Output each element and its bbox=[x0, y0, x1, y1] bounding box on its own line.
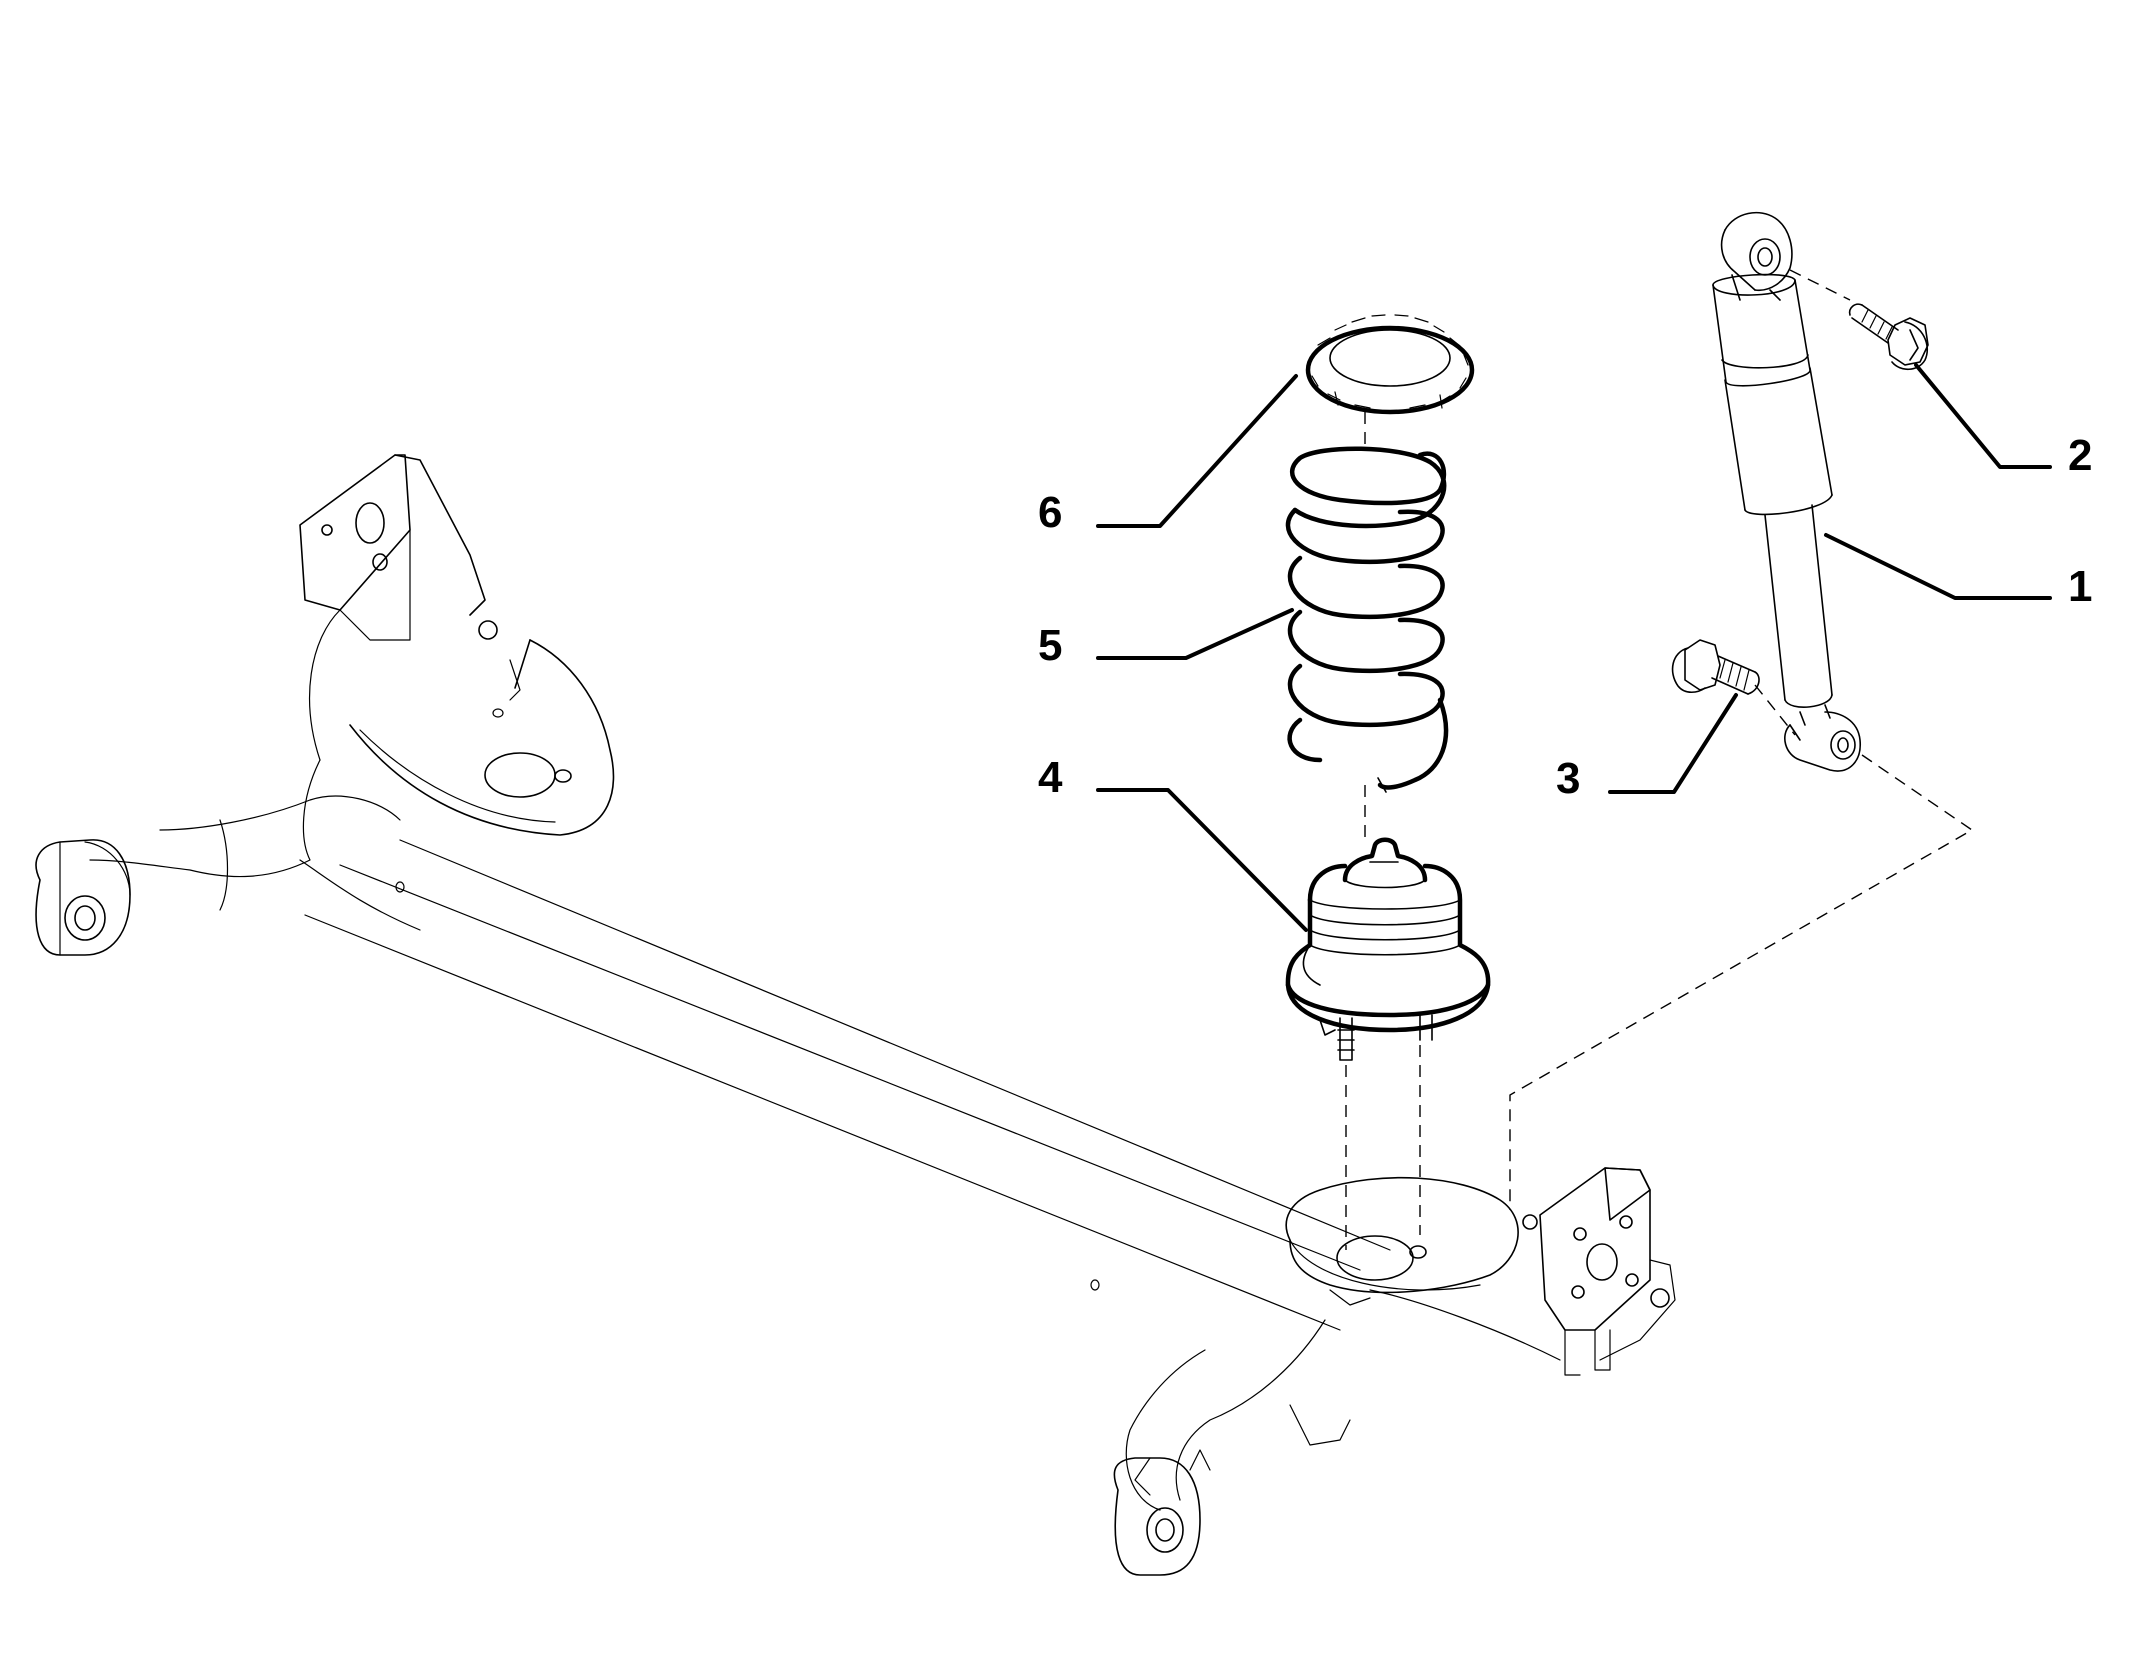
bump-stop-mount bbox=[1285, 837, 1491, 1061]
lower-bolt bbox=[1671, 639, 1760, 695]
leader-4 bbox=[1096, 788, 1308, 932]
callout-numbers: 6 5 4 3 2 1 bbox=[1038, 431, 2092, 803]
callout-6: 6 bbox=[1038, 488, 1062, 537]
right-axle-bushing bbox=[1113, 1449, 1211, 1576]
leader-6 bbox=[1096, 374, 1298, 528]
callout-3: 3 bbox=[1556, 754, 1580, 803]
left-spring-seat bbox=[349, 639, 615, 836]
right-shock-bracket bbox=[1522, 1167, 1676, 1376]
left-axle-bushing bbox=[35, 839, 131, 956]
shock-absorber bbox=[1712, 211, 1861, 772]
callout-1: 1 bbox=[2068, 562, 2092, 611]
callout-5: 5 bbox=[1038, 621, 1062, 670]
rear-axle-beam bbox=[35, 454, 1676, 1576]
leader-2 bbox=[1914, 363, 2052, 469]
callout-2: 2 bbox=[2068, 431, 2092, 480]
callout-4: 4 bbox=[1038, 753, 1063, 802]
leader-3 bbox=[1608, 693, 1738, 794]
callout-leaders bbox=[1096, 363, 2052, 932]
leader-5 bbox=[1096, 608, 1294, 660]
left-shock-bracket bbox=[299, 454, 498, 641]
upper-spring-insulator bbox=[1305, 314, 1475, 415]
right-spring-seat bbox=[1285, 1176, 1519, 1306]
assembly-center-lines bbox=[1345, 269, 1974, 1250]
upper-bolt bbox=[1848, 303, 1929, 371]
coil-spring bbox=[1285, 446, 1449, 793]
leader-1 bbox=[1824, 533, 2052, 600]
